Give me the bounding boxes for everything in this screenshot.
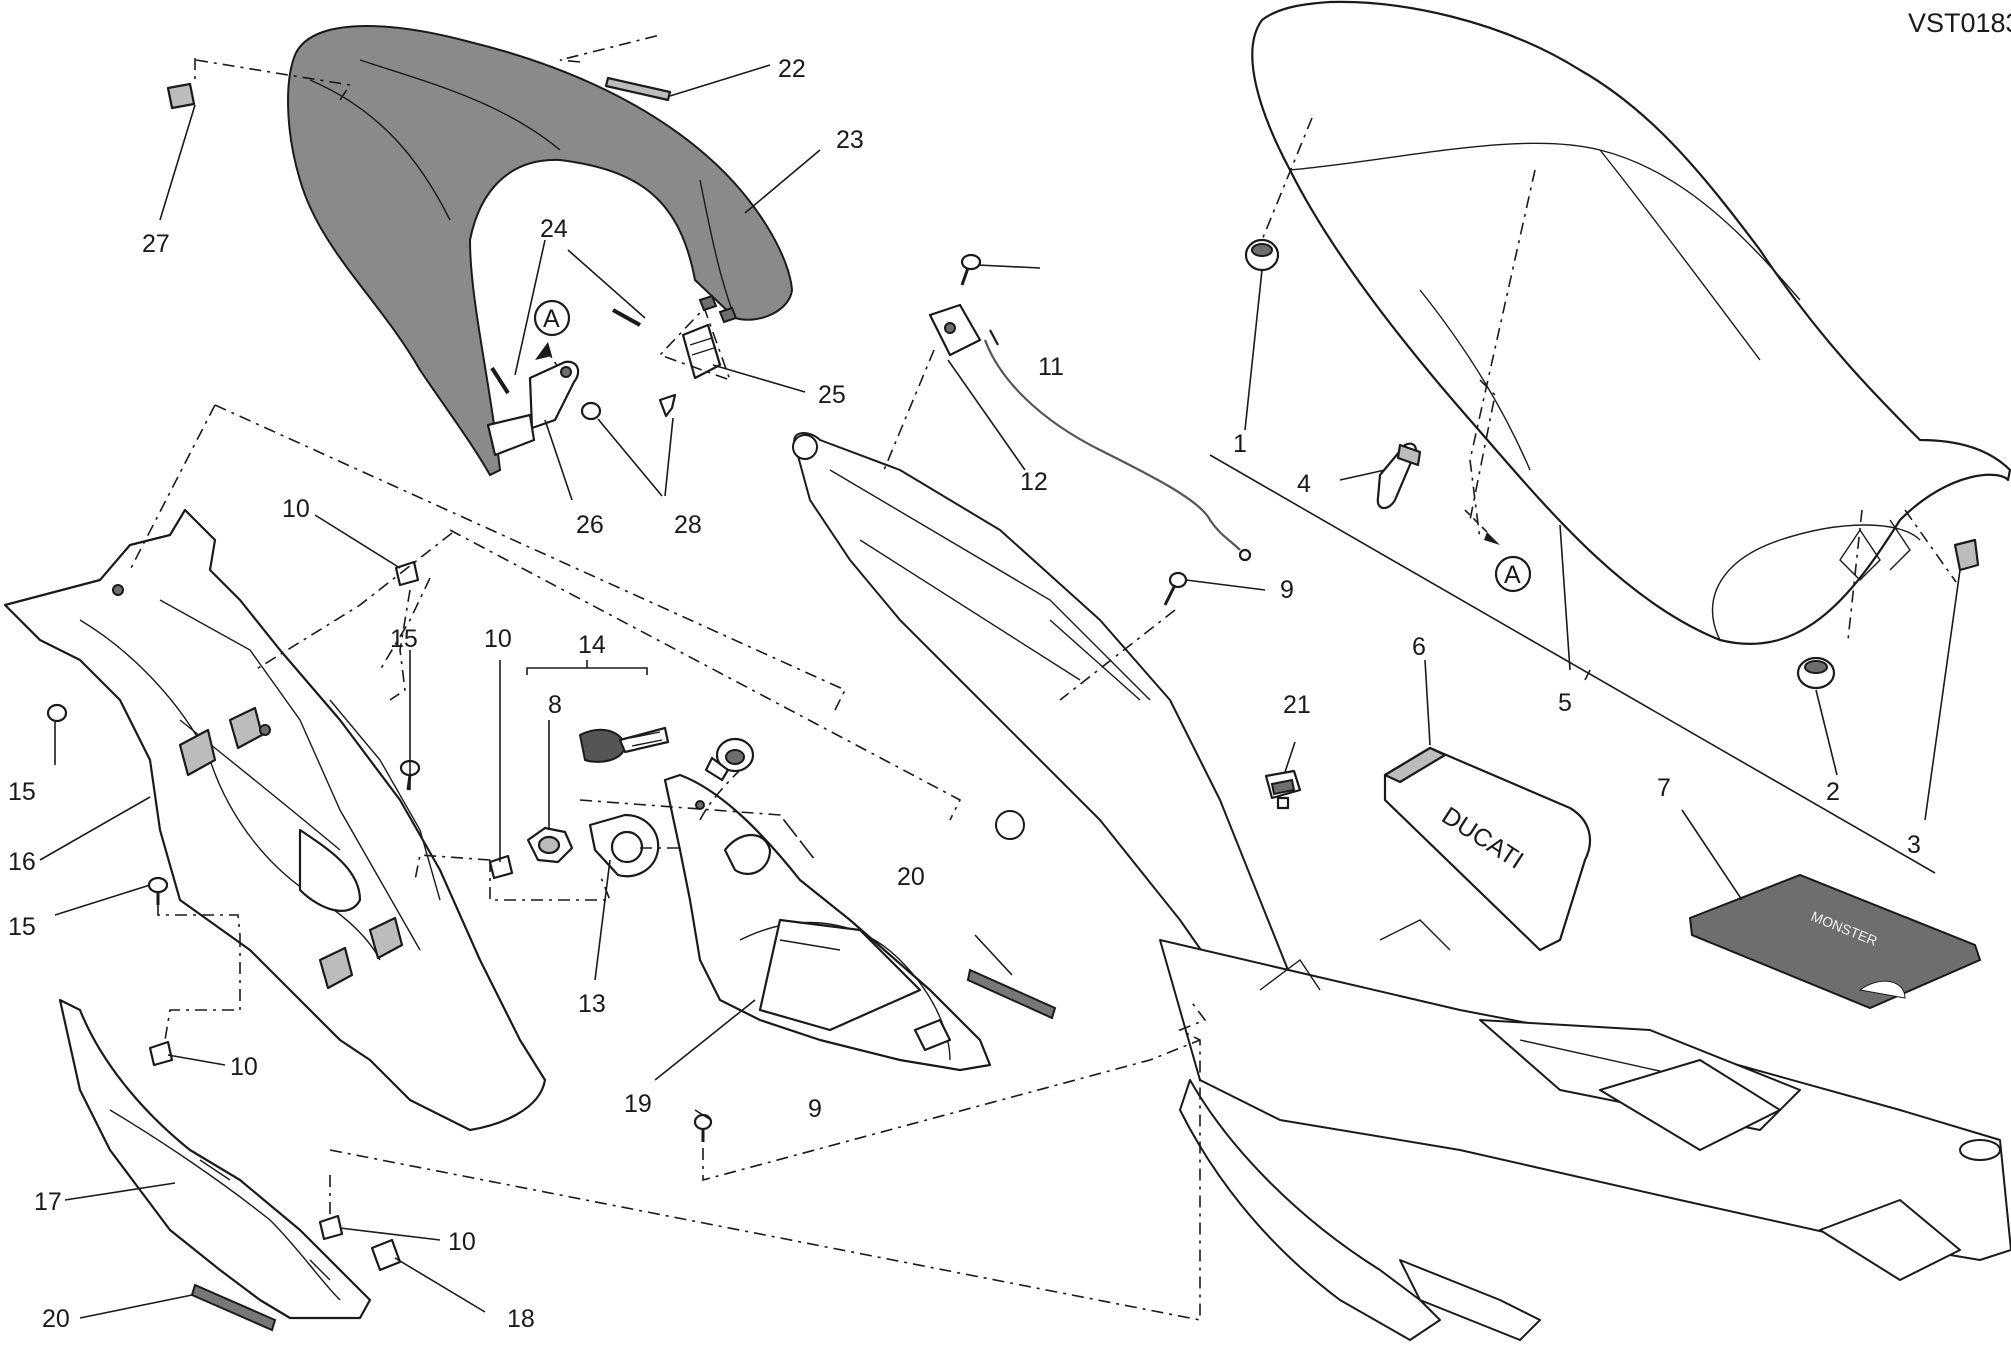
callout-1: 1 (1233, 430, 1247, 458)
callout-23: 23 (836, 126, 864, 154)
callout-10-bottom: 10 (448, 1228, 476, 1256)
callout-9-lower: 9 (808, 1095, 822, 1123)
callout-14: 14 (578, 631, 606, 659)
callout-15-center: 15 (390, 625, 418, 653)
washer-part-28a (580, 401, 602, 421)
screw-part-11 (960, 253, 982, 286)
callout-15-left: 15 (8, 778, 36, 806)
callout-25: 25 (818, 381, 846, 409)
callout-21: 21 (1283, 691, 1311, 719)
callout-11: 11 (1038, 353, 1064, 381)
grommet-part-2 (1796, 656, 1836, 690)
lock-plate-part-13 (588, 813, 660, 878)
callout-2: 2 (1826, 778, 1840, 806)
pad-part-3 (1953, 538, 1980, 572)
callout-13: 13 (578, 990, 606, 1018)
callout-12: 12 (1020, 468, 1048, 496)
ref-a-seat: A (1504, 561, 1521, 589)
callout-26: 26 (576, 511, 604, 539)
side-panel-part-19 (663, 773, 992, 1072)
ref-a-latch-circle (533, 299, 571, 337)
callout-28: 28 (674, 511, 702, 539)
nut-part-8 (526, 826, 574, 864)
callout-27: 27 (142, 230, 170, 258)
clip-part-10d (318, 1214, 344, 1241)
lock-cylinder (704, 737, 755, 782)
seat-underline (1209, 454, 1936, 874)
clip-part-25 (681, 323, 722, 380)
tail-tray-part-16 (3, 508, 547, 1132)
screw-part-28b (658, 393, 677, 418)
screw-part-15a (46, 703, 68, 723)
callout-9-upper: 9 (1280, 576, 1294, 604)
strip-part-20a (966, 968, 1057, 1020)
callout-4: 4 (1297, 470, 1311, 498)
pad-part-18 (370, 1238, 402, 1272)
callout-6: 6 (1412, 633, 1426, 661)
pin-part-24a (612, 308, 641, 327)
callout-3: 3 (1907, 831, 1921, 859)
callout-16: 16 (8, 848, 36, 876)
clip-part-10a (394, 560, 420, 587)
callout-10-left: 10 (230, 1053, 258, 1081)
callout-10-middle: 10 (484, 625, 512, 653)
clip-part-10b (488, 854, 514, 880)
strip-part-20b (190, 1283, 277, 1332)
release-cable-part-12 (928, 303, 1252, 562)
ref-a-latch: A (543, 305, 560, 333)
callout-20-lower: 20 (42, 1305, 70, 1333)
side-panel-part-17 (58, 998, 372, 1320)
rear-subframe (792, 432, 1321, 1101)
pin-part-24b (490, 366, 510, 395)
clip-part-10c (148, 1040, 174, 1067)
strip-part-22 (604, 76, 672, 102)
screw-part-9b (693, 1113, 713, 1142)
assembly-line-1 (214, 404, 847, 711)
callout-7: 7 (1657, 774, 1671, 802)
grommet-part-1 (1244, 238, 1280, 272)
latch-part-26 (486, 360, 580, 457)
callout-22: 22 (778, 55, 806, 83)
callout-15-lower: 15 (8, 913, 36, 941)
manual-part-7: MONSTER (1688, 873, 1982, 1010)
callout-17: 17 (34, 1188, 62, 1216)
callout-19: 19 (624, 1090, 652, 1118)
screw-part-9a (1163, 571, 1188, 606)
main-frame (1159, 919, 2011, 1341)
diagram-code: VST01831 (1908, 8, 2011, 38)
rider-seat (1251, 0, 2011, 645)
seat-cowl-part-23 (287, 25, 794, 477)
callout-24: 24 (540, 215, 568, 243)
callout-5: 5 (1558, 689, 1572, 717)
catch-part-21 (1264, 769, 1302, 810)
seat-dash-1 (1261, 117, 1313, 241)
ref-a-seat-circle (1494, 555, 1532, 593)
callout-labels: 1 2 3 4 5 6 7 8 9 9 10 10 10 10 11 12 13… (8, 55, 1921, 1333)
pad-part-27 (166, 82, 196, 110)
screw-part-15c (147, 876, 169, 905)
callout-10-top: 10 (282, 495, 310, 523)
toolkit-pouch-part-6: DUCATI (1383, 746, 1592, 952)
callout-18: 18 (507, 1305, 535, 1333)
callout-8: 8 (548, 691, 562, 719)
key-part-14 (578, 726, 670, 763)
callout-20-upper: 20 (897, 863, 925, 891)
